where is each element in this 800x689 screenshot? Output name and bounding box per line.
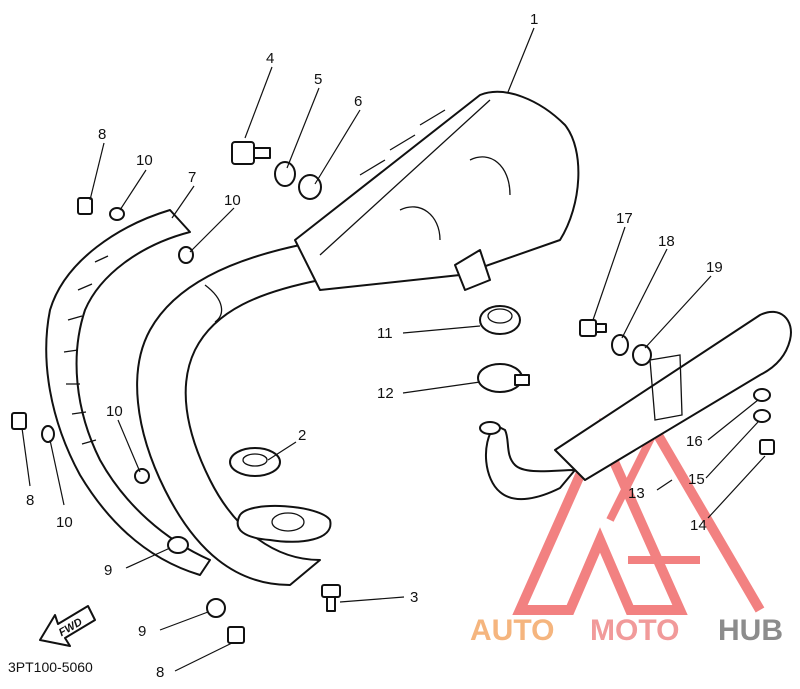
part-6-washer: [298, 174, 322, 200]
callout-16: 16: [686, 433, 703, 450]
part-15-collar: [753, 409, 771, 423]
callout-3: 3: [410, 589, 418, 606]
part-7-heat-protector: [45, 209, 211, 576]
part-17-bolt: [579, 319, 607, 337]
callout-12: 12: [377, 385, 394, 402]
part-10-collar-mid: [134, 468, 150, 484]
watermark-text: AUTO MOTO HUB: [470, 614, 783, 647]
callout-9-upper: 9: [104, 562, 112, 579]
callout-5: 5: [314, 71, 322, 88]
callout-4: 4: [266, 50, 274, 67]
part-9-damper-upper: [167, 536, 189, 554]
callout-8-bottom: 8: [156, 664, 164, 681]
part-10-collar-top-left: [109, 207, 125, 221]
fwd-arrow: FWD: [39, 605, 96, 647]
exhaust-flange: [236, 505, 332, 543]
callout-9-lower: 9: [138, 623, 146, 640]
callout-13: 13: [628, 485, 645, 502]
callout-19: 19: [706, 259, 723, 276]
callout-10-mid: 10: [106, 403, 123, 420]
watermark-hub: HUB: [718, 614, 783, 647]
watermark-logo: [512, 417, 765, 615]
part-4-bolt: [231, 141, 271, 165]
part-19-washer: [632, 344, 652, 366]
part-2-gasket: [229, 447, 281, 477]
watermark-auto: AUTO: [470, 614, 554, 647]
part-12-clamp: [477, 363, 530, 393]
callout-11: 11: [377, 325, 393, 342]
callout-18: 18: [658, 233, 675, 250]
part-10-collar-top-right: [178, 246, 194, 264]
callout-14: 14: [690, 517, 707, 534]
leader-lines: [21, 27, 766, 672]
diagram-code: 3PT100-5060: [8, 659, 93, 675]
callout-15: 15: [688, 471, 705, 488]
part-5-washer: [274, 161, 296, 187]
part-16-damper: [753, 388, 771, 402]
watermark-moto: MOTO: [590, 614, 679, 647]
callout-1: 1: [530, 11, 538, 28]
callout-17: 17: [616, 210, 633, 227]
callout-6: 6: [354, 93, 362, 110]
callout-10-top: 10: [136, 152, 153, 169]
part-11-grommet: [479, 305, 521, 335]
part-9-damper-lower: [206, 598, 226, 618]
part-13-muffler: [479, 310, 792, 500]
callout-10-right: 10: [224, 192, 241, 209]
part-1-exhaust-pipe: [136, 90, 580, 586]
part-18-washer: [611, 334, 629, 356]
callout-numbers: 1 2 3 4 5 6 7 8 8 8 9 9 10 10 10 10 10 1…: [26, 11, 723, 681]
callout-8-top: 8: [98, 126, 106, 143]
part-3-bolt: [321, 584, 341, 612]
part-8-bolt-top: [77, 197, 93, 215]
callout-2: 2: [298, 427, 306, 444]
part-10-collar-left: [41, 425, 55, 443]
part-8-bolt-left: [11, 412, 27, 430]
part-14-bolt: [759, 439, 775, 455]
callout-8-left: 8: [26, 492, 34, 509]
part-8-bolt-bottom: [227, 626, 245, 644]
callout-7: 7: [188, 169, 196, 186]
callout-10-left: 10: [56, 514, 73, 531]
